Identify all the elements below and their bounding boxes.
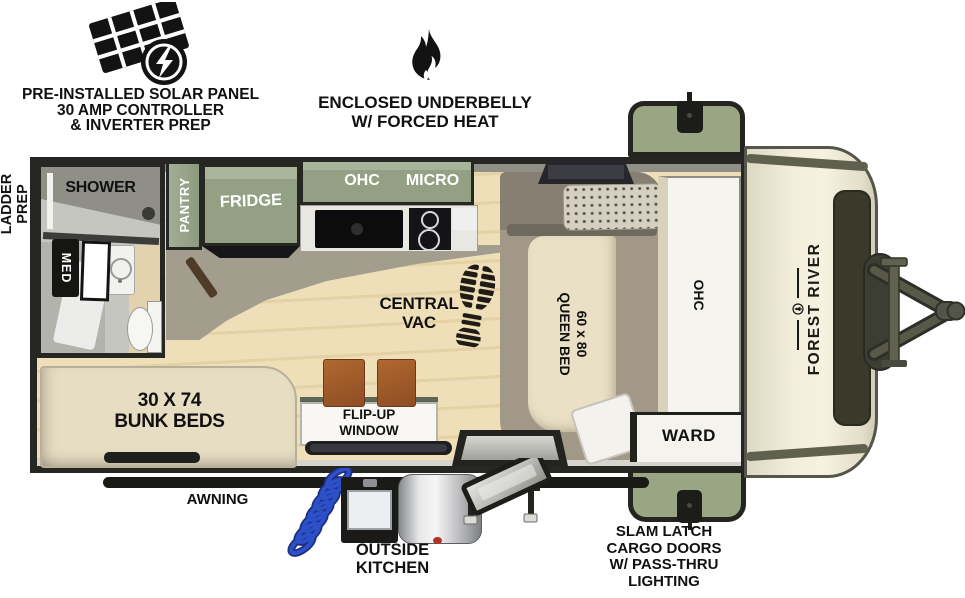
forest-river-emblem-icon bbox=[792, 303, 804, 315]
bunk-beds-size: 30 X 74 bbox=[137, 390, 202, 411]
skylight-glass bbox=[548, 165, 624, 179]
flame-icon bbox=[412, 29, 441, 81]
toilet bbox=[127, 307, 153, 351]
queen-bed-label: 60 x 80 QUEEN BED bbox=[554, 259, 590, 409]
forest-river-name: FOREST RIVER bbox=[806, 242, 823, 376]
fold-out-step bbox=[461, 458, 552, 525]
underbelly-line1: ENCLOSED UNDERBELLY bbox=[318, 93, 532, 112]
counter-end bbox=[453, 208, 477, 230]
overhead-cabinet-kitchen bbox=[300, 159, 474, 205]
cargo-line3: W/ PASS-THRU bbox=[609, 556, 719, 573]
solar-feature-label: PRE-INSTALLED SOLAR PANEL 30 AMP CONTROL… bbox=[18, 87, 263, 134]
wardrobe-label: WARD bbox=[662, 426, 716, 445]
flip-up-window-label: FLIP-UP WINDOW bbox=[300, 407, 438, 439]
outside-kitchen-sink bbox=[341, 477, 398, 543]
queen-bed-name: QUEEN BED bbox=[557, 292, 573, 376]
bunk-beds bbox=[40, 366, 297, 468]
wardrobe bbox=[630, 412, 741, 462]
queen-bed-size: 60 x 80 bbox=[574, 310, 590, 358]
griddle-knob bbox=[433, 537, 442, 544]
kitchen-ohc-label: OHC bbox=[344, 172, 380, 189]
pillow bbox=[562, 183, 663, 231]
central-vac-label: CENTRAL VAC bbox=[373, 294, 465, 332]
lightning-bolt-icon bbox=[156, 47, 173, 78]
outside-kitchen-line2: KITCHEN bbox=[355, 559, 430, 577]
micro-label: MICRO bbox=[405, 172, 460, 189]
cooktop bbox=[409, 208, 451, 251]
forest-river-brand: FOREST RIVER bbox=[792, 194, 828, 424]
cargo-door-latch bbox=[677, 101, 703, 133]
central-vac-line2: VAC bbox=[402, 313, 436, 332]
med-mirror bbox=[79, 240, 112, 302]
shower-label: SHOWER bbox=[65, 179, 136, 196]
coupler-ball bbox=[946, 301, 965, 321]
kitchen-counter bbox=[300, 205, 478, 252]
cargo-latch-stem bbox=[688, 521, 692, 530]
queen-bed bbox=[528, 236, 616, 432]
trailer-hitch bbox=[863, 253, 965, 371]
dinette-stool bbox=[323, 359, 365, 407]
kitchen-sink-drain bbox=[351, 223, 363, 235]
window-glass bbox=[310, 444, 447, 452]
flip-up-line1: FLIP-UP bbox=[342, 407, 396, 422]
cargo-latch-stem bbox=[687, 92, 692, 103]
cargo-line4: LIGHTING bbox=[628, 572, 700, 590]
kitchen-sink bbox=[315, 210, 403, 248]
latch-keyhole bbox=[687, 503, 692, 508]
med-cabinet bbox=[52, 239, 79, 297]
solar-feature-line2: 30 AMP CONTROLLER bbox=[56, 101, 225, 119]
solar-panel-icon bbox=[89, 2, 189, 85]
underbelly-line2: W/ FORCED HEAT bbox=[351, 112, 499, 131]
burner-icon bbox=[421, 211, 439, 229]
logo-dash bbox=[797, 320, 799, 350]
cargo-door-latch bbox=[677, 490, 702, 523]
logo-dash bbox=[797, 268, 799, 298]
flip-up-line2: WINDOW bbox=[339, 423, 399, 438]
ladder-prep-line1: LADDER bbox=[0, 173, 15, 235]
shower-head-icon bbox=[142, 207, 155, 220]
bath-sink-drain bbox=[118, 279, 122, 283]
bunk-beds-label: 30 X 74 BUNK BEDS bbox=[77, 390, 262, 432]
ladder-prep-line2: PREP bbox=[14, 184, 31, 224]
awning-label: AWNING bbox=[186, 491, 249, 508]
fridge-label: FRIDGE bbox=[219, 190, 283, 212]
cargo-doors-label: SLAM LATCH CARGO DOORS W/ PASS-THRU LIGH… bbox=[594, 523, 734, 590]
latch-keyhole bbox=[687, 113, 692, 118]
fridge bbox=[202, 164, 300, 246]
underbelly-feature-label: ENCLOSED UNDERBELLY W/ FORCED HEAT bbox=[305, 93, 545, 131]
bunk-beds-name: BUNK BEDS bbox=[114, 411, 225, 432]
pantry-label: PANTRY bbox=[177, 177, 192, 233]
outside-kitchen-hose bbox=[287, 468, 353, 557]
bath-sink-bowl bbox=[110, 258, 132, 280]
outside-sink-faucet bbox=[363, 479, 377, 487]
bathroom: SHOWER MED bbox=[36, 162, 165, 358]
cargo-line2: CARGO DOORS bbox=[606, 539, 722, 557]
cargo-line1: SLAM LATCH bbox=[615, 523, 713, 540]
flip-up-window-glass bbox=[305, 441, 452, 455]
fridge-shadow bbox=[202, 246, 300, 258]
front-ohc-label: OHC bbox=[691, 279, 707, 311]
counter-edge bbox=[300, 397, 438, 405]
boot-print-icon bbox=[454, 262, 496, 349]
solar-feature-line3: & INVERTER PREP bbox=[70, 117, 211, 134]
ladder-prep-label: LADDER PREP bbox=[0, 158, 34, 250]
entry-door-step bbox=[461, 436, 559, 460]
front-ohc-cabinet bbox=[658, 176, 741, 414]
central-vac-line1: CENTRAL bbox=[379, 294, 459, 313]
forest-river-logo bbox=[792, 194, 804, 424]
tongue-jack bbox=[888, 261, 900, 365]
bunk-window bbox=[104, 452, 200, 463]
bath-window bbox=[47, 173, 53, 229]
solar-feature-line1: PRE-INSTALLED SOLAR PANEL bbox=[21, 86, 260, 103]
hitch-aframe bbox=[870, 266, 948, 358]
outside-sink-basin bbox=[347, 490, 392, 530]
trailer-body: 60 x 80 QUEEN BED OHC WARD SHOWER bbox=[30, 157, 748, 473]
pantry bbox=[166, 161, 202, 250]
outside-kitchen-label: OUTSIDE KITCHEN bbox=[330, 541, 455, 577]
med-cabinet-label: MED bbox=[59, 252, 73, 284]
skylight-vent bbox=[538, 160, 634, 184]
burner-icon bbox=[418, 229, 440, 251]
outside-kitchen-line1: OUTSIDE bbox=[355, 541, 430, 559]
dinette-stool bbox=[377, 359, 416, 407]
